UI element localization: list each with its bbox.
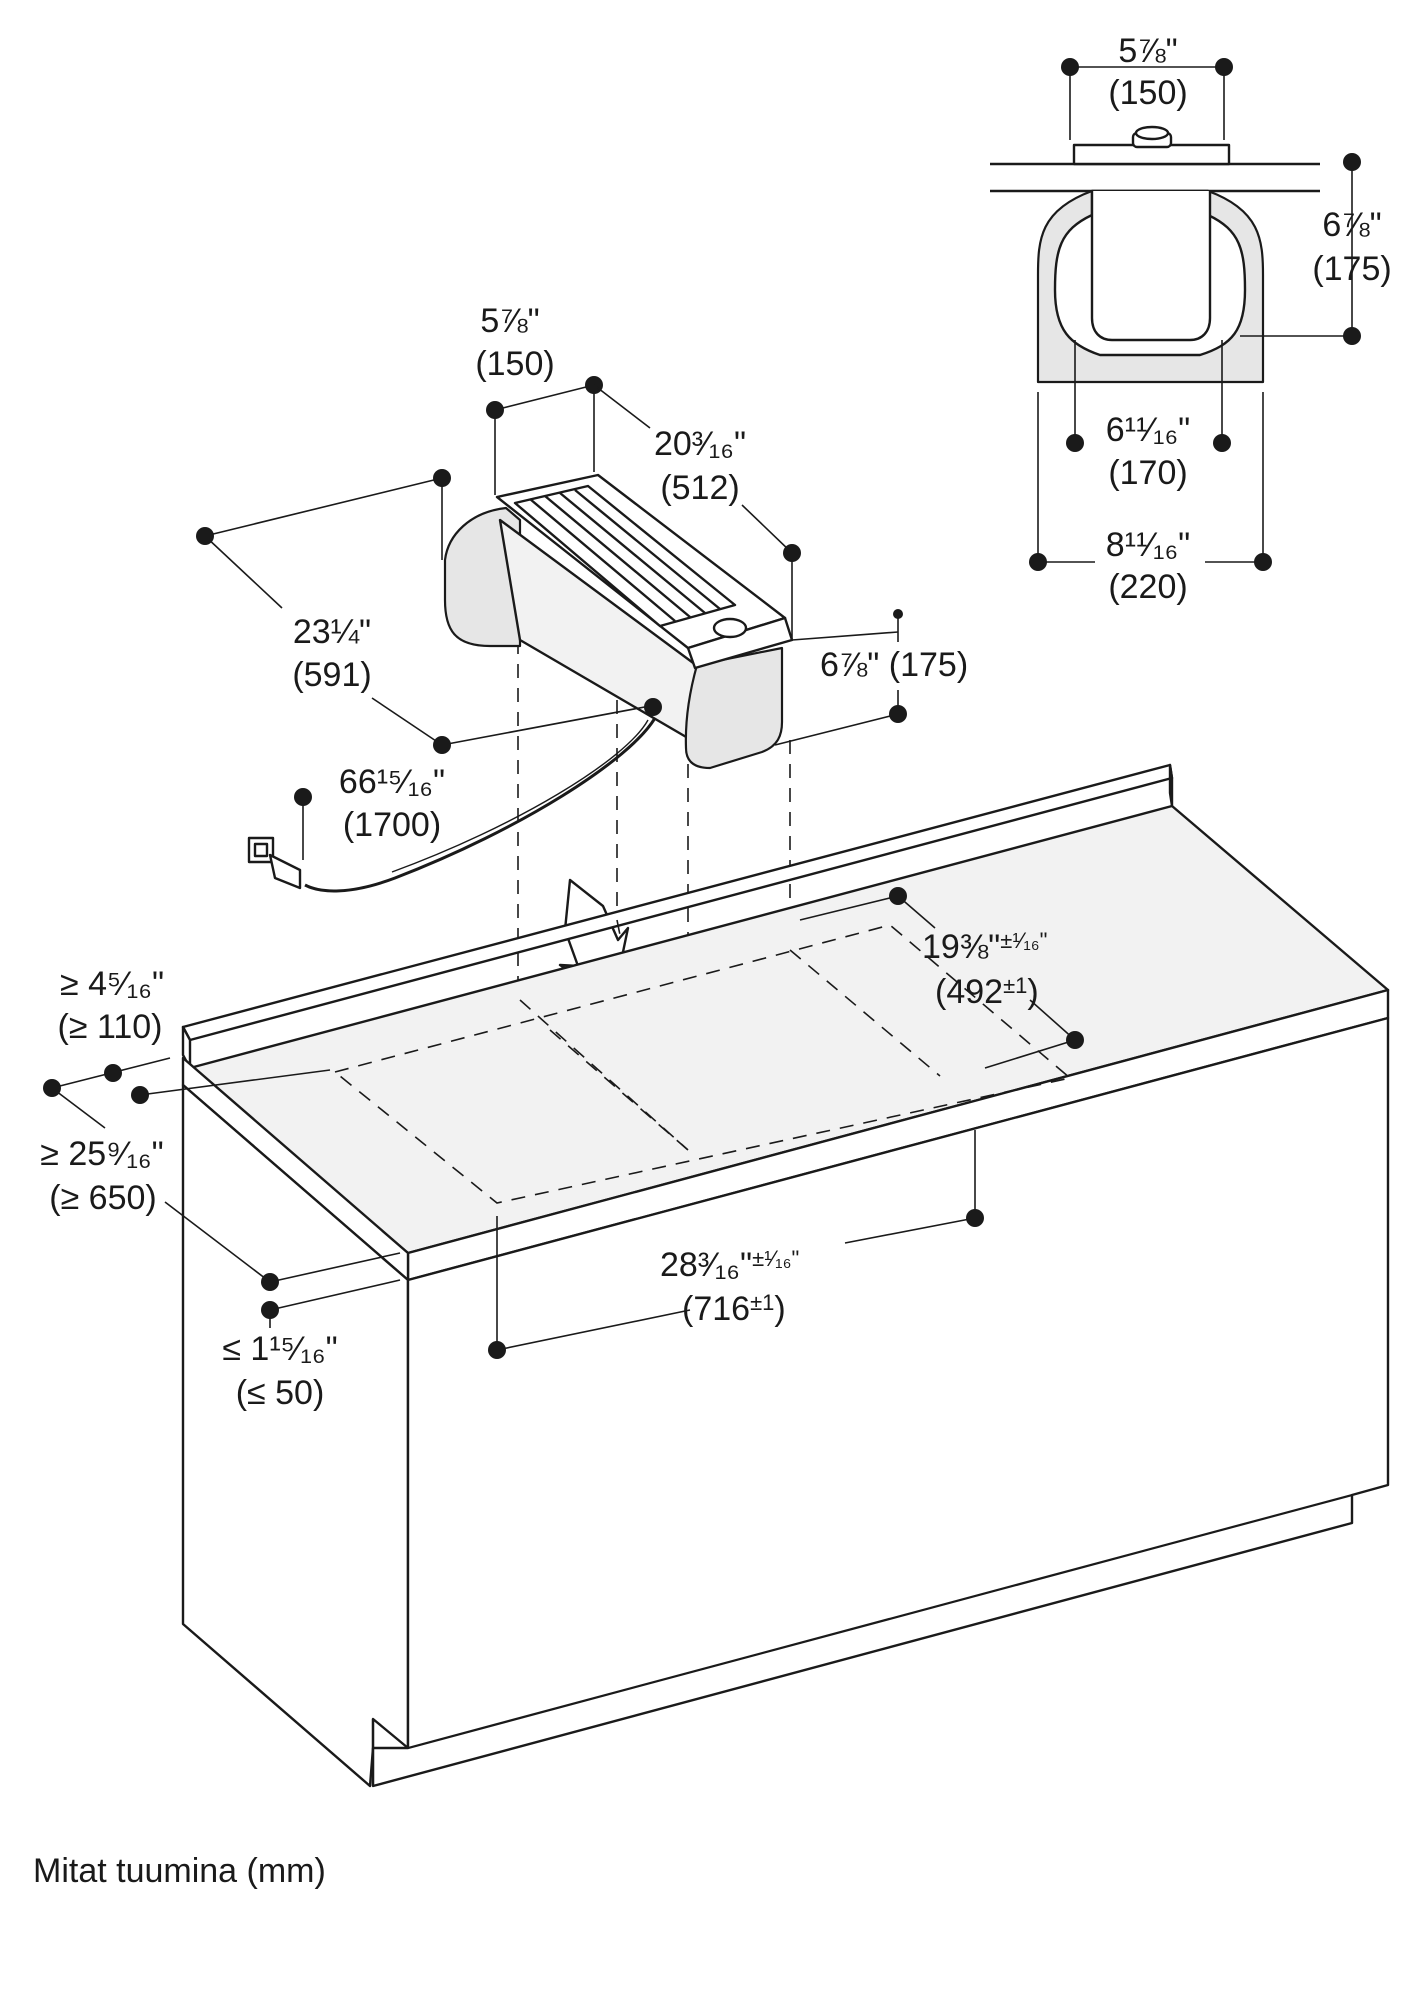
dim-dot <box>196 527 214 545</box>
cabinet-front <box>371 1016 1390 1788</box>
dim-unit-length-mm: (512) <box>660 469 739 507</box>
dim-unit-width-mm: (150) <box>475 345 554 383</box>
dim-line <box>1029 999 1076 1041</box>
dim-line-unit-width <box>494 384 595 411</box>
svg-text:28³⁄₁₆"±¹⁄₁₆": 28³⁄₁₆"±¹⁄₁₆" <box>660 1246 799 1284</box>
control-knob-cap <box>1134 125 1170 141</box>
dim-cutout-length-tol: ±¹⁄₁₆" <box>752 1246 799 1271</box>
ext-line <box>799 895 899 921</box>
top-view-cross-section: 5⅞" (150) 6⅞" (175) 6¹¹⁄₁₆" (170) 8¹¹⁄₁₆… <box>990 32 1392 606</box>
dim-dot <box>889 887 907 905</box>
rear-duct <box>443 506 522 648</box>
units-caption: Mitat tuumina (mm) <box>33 1852 326 1890</box>
toe-kick-line <box>407 1493 1353 1750</box>
dim-cutout-width: 19⅜"±¹⁄₁₆" (492±1) <box>799 887 1084 1069</box>
dim-depth-mm: (≥ 650) <box>49 1179 156 1217</box>
ext-line <box>269 1252 401 1283</box>
dim-dot <box>1066 1031 1084 1049</box>
dim-cutout-length-mm-tol: ±1 <box>750 1290 774 1315</box>
front-duct <box>684 646 784 770</box>
dim-cable-mm: (1700) <box>343 806 441 844</box>
cutout-outline <box>333 924 1072 1204</box>
ext-line <box>984 1039 1076 1069</box>
dim-dot <box>486 401 504 419</box>
dim-dot <box>294 788 312 806</box>
ext-line <box>774 713 899 746</box>
dim-unit-width-in: 5⅞" <box>480 302 539 340</box>
dim-dot <box>1215 58 1233 76</box>
dim-thick-in: ≤ 1¹⁵⁄₁₆" <box>222 1330 337 1368</box>
dim-dot <box>131 1086 149 1104</box>
dim-unit-length-in: 20³⁄₁₆" <box>654 425 746 463</box>
dim-cutout-length: 28³⁄₁₆"±¹⁄₁₆" (716±1) <box>488 1130 984 1359</box>
power-cable <box>304 717 657 893</box>
dim-line <box>496 1309 691 1351</box>
ext-line <box>269 1279 401 1311</box>
ventilation-unit: 5⅞" (150) 20³⁄₁₆" (512) 23¼" (591) 6⅞" (… <box>196 302 968 1150</box>
dim-top-outer-mm: (220) <box>1108 568 1187 606</box>
dim-dot <box>1061 58 1079 76</box>
dim-top-width-in: 5⅞" <box>1118 32 1177 70</box>
dim-dot <box>104 1064 122 1082</box>
svg-text:(716±1): (716±1) <box>682 1290 786 1328</box>
dim-thick-mm: (≤ 50) <box>236 1374 325 1412</box>
dim-dot <box>889 705 907 723</box>
dim-counter: ≥ 4⁵⁄₁₆" (≥ 110) ≥ 25⁹⁄₁₆" (≥ 650) ≤ 1¹⁵… <box>40 965 401 1412</box>
dim-line <box>844 1217 976 1244</box>
dim-dot <box>644 698 662 716</box>
dim-top-depth-mm: (175) <box>1312 250 1391 288</box>
dim-cutout-width-mm-tol: ±1 <box>1003 973 1027 998</box>
dim-dot <box>1343 153 1361 171</box>
dim-dot <box>261 1301 279 1319</box>
dim-dot <box>488 1341 506 1359</box>
dim-line <box>139 1069 331 1096</box>
dim-cutout-length-mm: (716 <box>682 1290 750 1328</box>
dim-dot <box>966 1209 984 1227</box>
dim-dot <box>261 1273 279 1291</box>
dim-line <box>164 1201 271 1283</box>
dim-line <box>204 535 283 609</box>
dim-back-mm: (≥ 110) <box>58 1008 163 1046</box>
svg-text:(492±1): (492±1) <box>935 973 1039 1011</box>
dim-top-outer-in: 8¹¹⁄₁₆" <box>1106 526 1191 564</box>
dim-top-inner-mm: (170) <box>1108 454 1187 492</box>
grate-slats <box>529 489 721 622</box>
dim-line <box>593 384 651 429</box>
dim-back-in: ≥ 4⁵⁄₁₆" <box>60 965 164 1003</box>
dim-line <box>204 477 443 537</box>
dim-line <box>741 504 793 554</box>
svg-text:19⅜"±¹⁄₁₆": 19⅜"±¹⁄₁₆" <box>922 928 1047 966</box>
dim-dot <box>783 544 801 562</box>
dim-cutout-length-in: 28³⁄₁₆" <box>660 1246 752 1284</box>
dim-dot <box>1213 434 1231 452</box>
dim-unit-total-mm: (591) <box>292 656 371 694</box>
dim-depth-in: ≥ 25⁹⁄₁₆" <box>40 1135 163 1173</box>
dim-dot <box>893 609 903 619</box>
channel-core <box>1090 191 1212 342</box>
ext-line <box>791 631 899 641</box>
dim-dot <box>433 736 451 754</box>
dim-line <box>51 1087 106 1129</box>
ext-line <box>441 705 651 746</box>
cabinet <box>181 763 1390 1788</box>
dim-dot <box>1254 553 1272 571</box>
dim-top-width-mm: (150) <box>1108 74 1187 112</box>
dim-cutout-width-mm: (492 <box>935 973 1003 1011</box>
dim-unit-height: 6⅞" (175) <box>820 646 968 684</box>
dim-dot <box>433 469 451 487</box>
plug <box>268 853 302 890</box>
dim-cutout-width-in: 19⅜" <box>922 928 1000 966</box>
dim-cable-in: 66¹⁵⁄₁₆" <box>339 763 445 801</box>
dim-dot <box>1066 434 1084 452</box>
dim-dot <box>1029 553 1047 571</box>
control-knob <box>712 617 748 639</box>
dim-line <box>371 697 443 746</box>
dim-dot <box>1343 327 1361 345</box>
dim-top-inner-in: 6¹¹⁄₁₆" <box>1106 411 1191 449</box>
dim-top-depth-in: 6⅞" <box>1322 206 1381 244</box>
dim-unit-total-in: 23¼" <box>293 613 371 651</box>
dim-cutout-width-tol: ±¹⁄₁₆" <box>1000 928 1047 953</box>
